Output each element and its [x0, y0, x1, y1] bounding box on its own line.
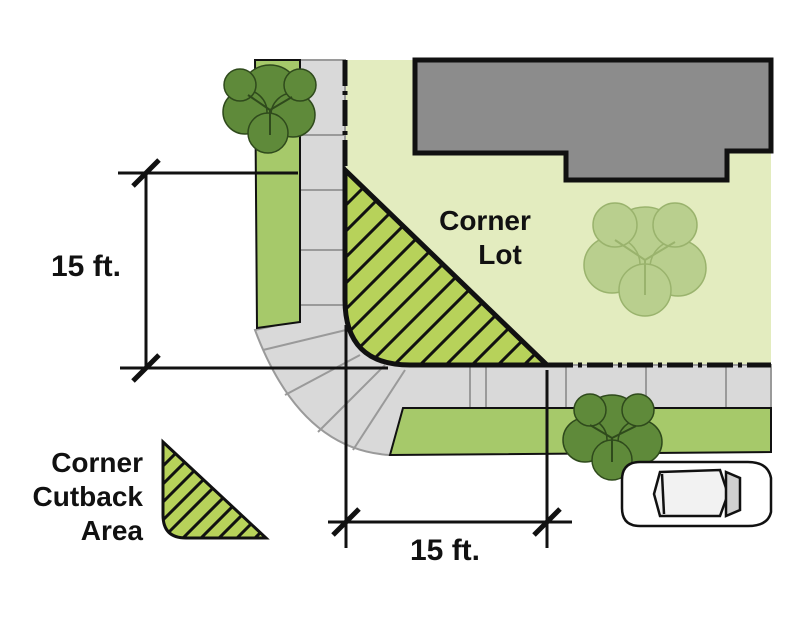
dimension-vertical-label: 15 ft.: [51, 250, 121, 283]
legend-label-line1: Corner: [51, 447, 143, 478]
building: [412, 57, 774, 183]
legend-cutback-swatch: [161, 438, 270, 540]
car-icon: [620, 460, 773, 528]
dimension-vertical: [118, 158, 388, 383]
tree-icon: [583, 202, 707, 317]
lot-label-line2: Lot: [478, 239, 522, 270]
tree-icon: [562, 393, 663, 481]
dimension-horizontal: [328, 325, 572, 548]
cutback-area: [342, 164, 554, 368]
legend-label-line3: Area: [81, 515, 144, 546]
tree-icon: [222, 64, 317, 154]
sidewalk-joints: [262, 134, 727, 451]
property-line: [342, 60, 771, 368]
lot-label-line1: Corner: [439, 205, 531, 236]
dimension-horizontal-label: 15 ft.: [410, 534, 480, 567]
legend-label-line2: Cutback: [33, 481, 144, 512]
